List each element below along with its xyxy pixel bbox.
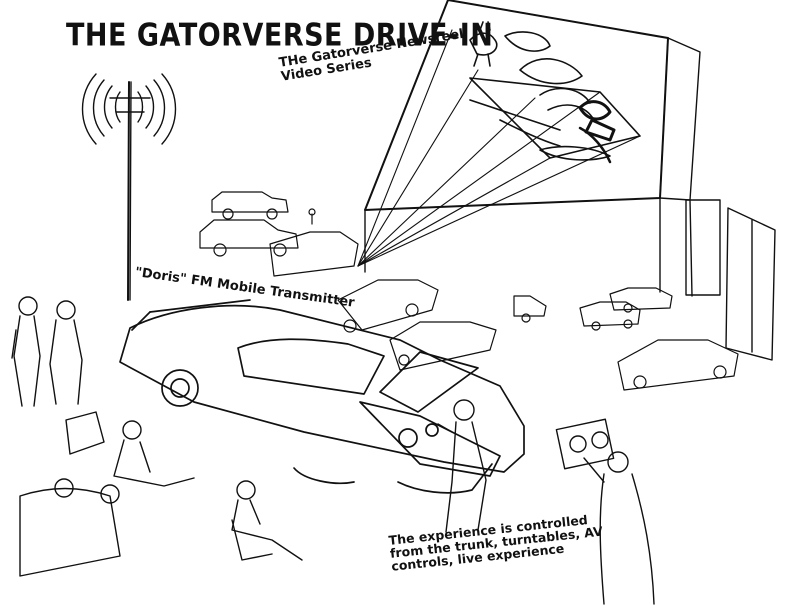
- people: [11, 296, 655, 605]
- screen-image: [469, 21, 616, 164]
- radio-antenna: [81, 73, 177, 301]
- parked-cars: [199, 191, 739, 391]
- movie-screen: [364, 0, 776, 361]
- main-car: [119, 299, 525, 494]
- projector-beams: [357, 29, 641, 267]
- page-title: THE GATORVERSE DRIVE-IN: [66, 17, 494, 54]
